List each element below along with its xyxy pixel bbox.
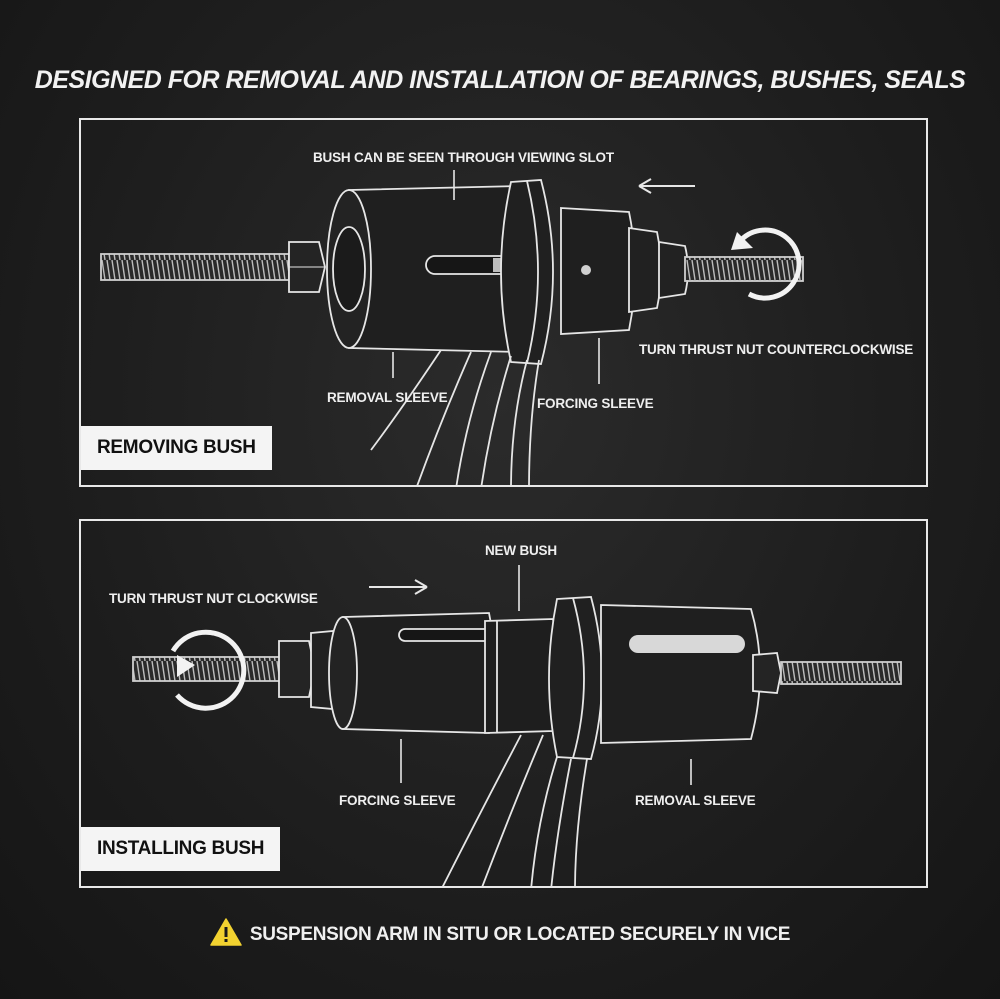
new-bush [485,619,557,733]
page-title: DESIGNED FOR REMOVAL AND INSTALLATION OF… [0,66,1000,95]
threaded-rod-left [101,254,289,280]
forcing-sleeve-collar [501,180,553,364]
thrust-nut [279,641,315,697]
removal-sleeve [601,605,760,743]
warning-text: SUSPENSION ARM IN SITU OR LOCATED SECURE… [250,924,790,945]
threaded-rod-right [685,257,803,281]
label-forcing-sleeve: FORCING SLEEVE [339,793,455,808]
forcing-sleeve [561,208,635,334]
installing-bush-tag: INSTALLING BUSH [81,827,280,871]
removing-bush-tag: REMOVING BUSH [81,426,272,470]
threaded-rod-left [133,657,281,681]
label-removal-sleeve: REMOVAL SLEEVE [635,793,755,808]
label-new-bush: NEW BUSH [485,543,557,558]
threaded-rod-right [781,662,901,684]
forcing-collar [549,597,602,759]
removing-bush-panel: BUSH CAN BE SEEN THROUGH VIEWING SLOT TU… [79,118,928,487]
label-viewing-slot: BUSH CAN BE SEEN THROUGH VIEWING SLOT [313,150,614,165]
label-turn-counterclockwise: TURN THRUST NUT COUNTERCLOCKWISE [639,342,913,357]
label-turn-clockwise: TURN THRUST NUT CLOCKWISE [109,591,318,606]
installing-bush-panel: NEW BUSH TURN THRUST NUT CLOCKWISE FORCI… [79,519,928,888]
warning-note: SUSPENSION ARM IN SITU OR LOCATED SECURE… [0,918,1000,946]
warning-triangle-icon [210,918,242,946]
viewing-slot [629,635,745,653]
label-forcing-sleeve: FORCING SLEEVE [537,396,653,411]
label-removal-sleeve: REMOVAL SLEEVE [327,390,447,405]
